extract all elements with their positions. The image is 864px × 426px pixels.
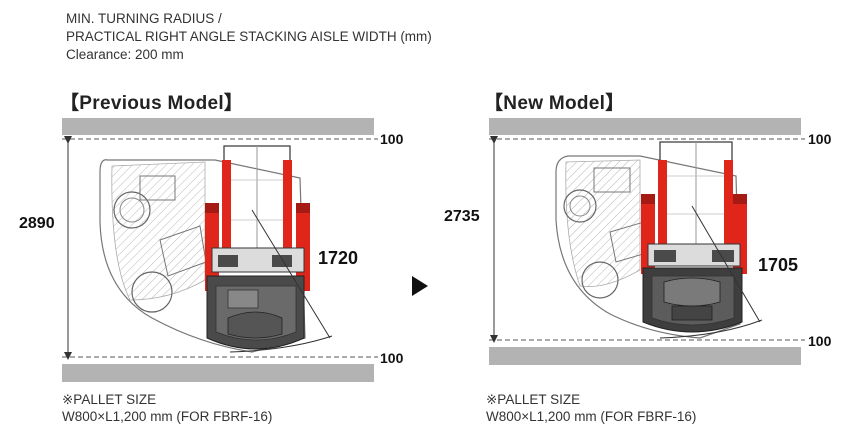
previous-pallet-note: ※PALLET SIZE W800×L1,200 mm (FOR FBRF-16…: [62, 391, 272, 425]
previous-aisle-width: 2890: [19, 215, 55, 232]
header-line-1: MIN. TURNING RADIUS /: [66, 11, 222, 26]
play-arrow-icon: [412, 276, 428, 296]
previous-turning-radius: 1720: [318, 248, 359, 268]
previous-bottom-wall: [62, 364, 374, 382]
new-pallet-note: ※PALLET SIZE W800×L1,200 mm (FOR FBRF-16…: [486, 391, 696, 425]
previous-top-wall: [62, 118, 374, 135]
new-top-wall: [489, 118, 801, 135]
new-clearance-top: 100: [808, 131, 832, 147]
new-model-drawing: [489, 118, 805, 365]
new-turning-radius: 1705: [758, 255, 799, 275]
previous-model-title: 【Previous Model】: [60, 93, 244, 114]
previous-pallet-size: W800×L1,200 mm (FOR FBRF-16): [62, 409, 273, 424]
header-line-3: Clearance: 200 mm: [66, 47, 184, 62]
diagram-header: MIN. TURNING RADIUS / PRACTICAL RIGHT AN…: [66, 10, 432, 64]
new-bottom-wall: [489, 347, 801, 365]
previous-pallet-label: ※PALLET SIZE: [62, 392, 157, 407]
new-pallet-label: ※PALLET SIZE: [486, 392, 581, 407]
new-clearance-bottom: 100: [808, 333, 832, 349]
previous-clearance-top: 100: [380, 131, 404, 147]
new-model-title: 【New Model】: [484, 93, 625, 114]
header-line-2: PRACTICAL RIGHT ANGLE STACKING AISLE WID…: [66, 29, 432, 44]
previous-clearance-bottom: 100: [380, 350, 404, 366]
previous-model-drawing: [62, 118, 378, 382]
new-aisle-width: 2735: [444, 208, 480, 225]
new-pallet-size: W800×L1,200 mm (FOR FBRF-16): [486, 409, 697, 424]
